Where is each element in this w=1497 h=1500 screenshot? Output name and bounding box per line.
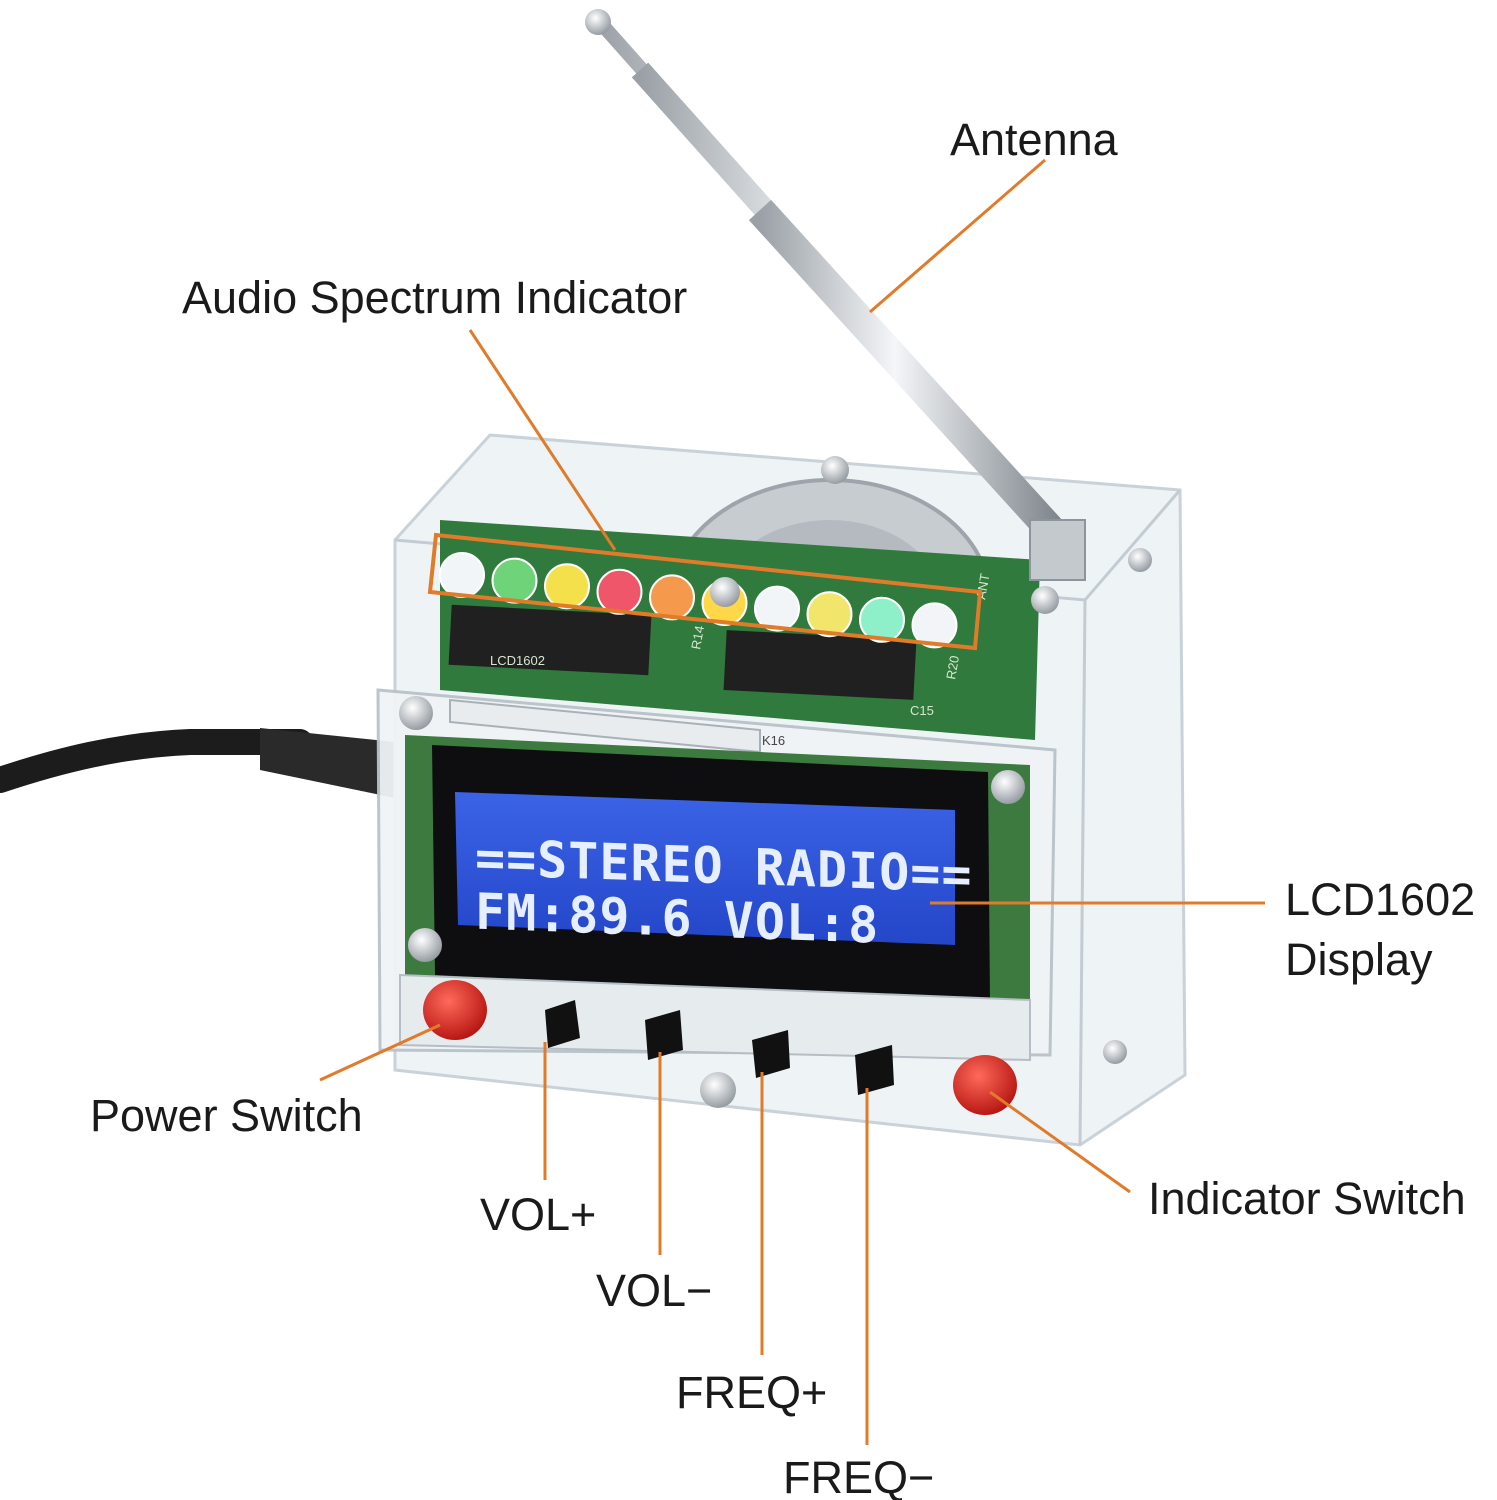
power-callout-line [319,1023,441,1082]
svg-text:K16: K16 [762,733,785,748]
vol-minus-label: VOL− [596,1265,713,1316]
spectrum-led [544,563,590,610]
spectrum-led [439,552,485,598]
vol-plus-label: VOL+ [480,1189,597,1240]
svg-text:R14: R14 [688,624,707,650]
lcd-display-label: LCD1602 Display [1285,870,1475,990]
lcd-display-label-line-2: Display [1285,934,1433,985]
chip-left [448,604,652,676]
svg-text:C15: C15 [910,703,934,718]
callout-lines [319,158,1265,1445]
cable-plug [260,728,395,798]
spectrum-led [491,557,538,604]
indicator-callout-line [989,1090,1131,1194]
freq-plus-label: FREQ+ [676,1367,828,1418]
led-highlight-box [427,532,983,651]
chip-right [723,630,917,700]
power-cable [0,729,313,793]
spectrum-led [859,596,905,643]
spectrum-led [806,591,853,638]
spectrum-led [911,602,958,649]
indicator-switch-label: Indicator Switch [1148,1173,1466,1224]
spectrum-led [596,568,643,615]
freq-minus-label: FREQ− [783,1452,935,1500]
spectrum-callout-line [468,329,617,551]
lcd-line-2: FM:89.6 VOL:8 [475,883,879,955]
lcd-screen [455,792,955,945]
lcd-module: ==STEREO RADIO== FM:89.6 VOL:8 [405,735,1030,1035]
power-switch-label: Power Switch [90,1090,363,1141]
power-button-shape [423,980,487,1040]
svg-text:LCD1602: LCD1602 [490,653,545,668]
antenna-callout-line [869,158,1046,314]
audio-spectrum-label: Audio Spectrum Indicator [182,272,688,323]
spectrum-led [754,585,800,632]
spectrum-led [649,574,695,621]
pin-header [449,698,761,754]
antenna [585,9,1086,581]
lcd-display-label-line-1: LCD1602 [1285,874,1476,925]
tact-switches [545,1000,894,1095]
antenna-label: Antenna [950,114,1118,165]
svg-text:R20: R20 [943,654,962,680]
bottom-screw [700,1072,736,1108]
